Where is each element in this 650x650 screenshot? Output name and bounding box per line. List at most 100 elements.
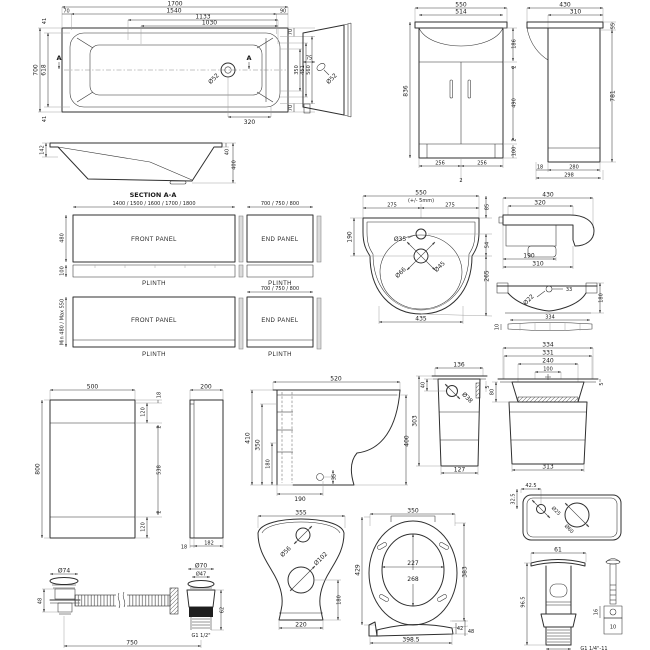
dim-bath-1540: 1540 xyxy=(166,8,181,15)
cistern-front-view: 334 331 240 100 5 80 313 xyxy=(490,342,605,472)
dim-seat-429: 429 xyxy=(355,564,362,576)
vanity-side-view: 430 310 55 781 18 280 298 xyxy=(526,2,617,180)
dim-seat-42: 42 xyxy=(457,626,463,632)
fixing-block-bottom xyxy=(603,617,623,635)
dim-vside-781: 781 xyxy=(610,90,617,102)
dim-basin-dia66: Ø66 xyxy=(394,266,408,280)
overflow-cap xyxy=(49,577,79,585)
dim-lid-325: 32.5 xyxy=(511,493,517,504)
front-panel-label: FRONT PANEL xyxy=(131,237,177,243)
dim-vside-298: 298 xyxy=(564,173,574,179)
basin-gasket-view: 334 10 xyxy=(495,315,593,331)
dim-waste-dia47: Ø47 xyxy=(196,571,206,578)
dim-bath-350: 350 xyxy=(294,65,300,75)
dim-cfront-5: 5 xyxy=(599,382,605,385)
dim-vside-55: 55 xyxy=(611,23,617,29)
dim-wc-538: 538 xyxy=(157,465,163,475)
dim-waste-750: 750 xyxy=(126,640,138,647)
dim-basin-275a: 275 xyxy=(387,203,397,209)
dim-panel-adjustable: Min 480 / Max 550 xyxy=(60,299,66,345)
dim-vside-280: 280 xyxy=(569,165,579,171)
dim-panback-180: 180 xyxy=(337,595,343,605)
seat-side-view: 42 48 398.5 xyxy=(368,620,474,645)
dim-bath-560: 560 xyxy=(306,65,312,75)
dim-end-panel-sizes: 700 / 750 / 800 xyxy=(261,201,299,207)
vside-counter xyxy=(526,21,604,29)
basin-front-view: 33 Ø22 180 xyxy=(496,282,605,314)
cistern-lid-outline xyxy=(522,494,622,541)
dim-vanity-2c: 2 xyxy=(459,178,462,184)
end-plinth-label: PLINTH xyxy=(268,281,292,287)
dim-cfront-240: 240 xyxy=(542,358,554,365)
dim-cside-dia38: Ø38 xyxy=(460,391,474,405)
bath-section-outline xyxy=(49,142,223,182)
screw-shaft xyxy=(609,563,617,605)
fixing-block-top xyxy=(603,605,623,619)
vanity-counter xyxy=(414,21,508,29)
waste-seal-band xyxy=(189,607,213,617)
waste-cap xyxy=(187,580,215,588)
dim-basin-85: 85 xyxy=(485,204,491,210)
dim-waste-thread: G1 1/2" xyxy=(192,633,211,639)
dim-bfront-180: 180 xyxy=(599,293,605,303)
dim-vanity-836: 836 xyxy=(403,85,410,97)
dim-bath-320: 320 xyxy=(244,119,256,126)
dim-pan-350: 350 xyxy=(255,439,262,451)
end-panel xyxy=(246,214,314,263)
bath-section-view: 142 40 400 SECTION A-A xyxy=(40,142,238,199)
waste-slot xyxy=(549,583,568,598)
dim-bath-1030: 1030 xyxy=(202,20,217,27)
end-plinth-label-2: PLINTH xyxy=(268,352,292,358)
dim-bside-310: 310 xyxy=(532,261,544,268)
cistern-side-view: 136 Ø38 40 303 127 5 xyxy=(412,362,491,475)
dim-gasket-334: 334 xyxy=(545,315,555,321)
dim-cfront-331: 331 xyxy=(542,350,554,357)
front-panel-adjustable xyxy=(72,296,236,348)
dim-vanity-186: 186 xyxy=(512,39,518,49)
dim-panback-dia56: Ø56 xyxy=(279,545,293,559)
front-plinth-label-2: PLINTH xyxy=(142,352,166,358)
dim-vside-18: 18 xyxy=(537,165,543,171)
end-panel-label: END PANEL xyxy=(261,237,298,243)
dim-vanity-256a: 256 xyxy=(435,161,445,167)
dim-bath-90: 90 xyxy=(280,9,286,15)
pan-back-outline xyxy=(257,518,345,621)
dim-cside-136: 136 xyxy=(453,362,465,369)
dim-pan-180: 180 xyxy=(266,459,272,469)
dim-bside-430: 430 xyxy=(542,192,554,199)
section-marker-a-right: A xyxy=(246,54,251,62)
dim-seat-268: 268 xyxy=(407,576,419,583)
basin-bowl xyxy=(379,234,463,310)
dim-basin-550: 550 xyxy=(415,190,427,197)
screw-head xyxy=(605,558,621,563)
dim-seat-48: 48 xyxy=(468,629,474,635)
dim-cfront-80: 80 xyxy=(490,389,496,395)
front-panel xyxy=(72,214,236,263)
dim-seat-398: 398.5 xyxy=(402,637,419,644)
dim-end-panel-sizes-2: 700 / 750 / 800 xyxy=(261,286,299,292)
seat-top-view: 350 429 383 227 268 xyxy=(355,508,469,626)
dim-end-75: 75 xyxy=(306,56,312,62)
dim-bath-r70-top: 70 xyxy=(288,29,294,35)
dim-bfront-dia22: Ø22 xyxy=(522,293,536,307)
dim-cfront-334: 334 xyxy=(542,342,554,349)
dim-bwaste-61: 61 xyxy=(554,547,562,554)
dim-basin-dia35: Ø35 xyxy=(394,236,407,243)
dim-basin-dia45: Ø45 xyxy=(433,260,447,274)
basin-side-outline xyxy=(502,214,595,247)
basin-side-view: 430 320 190 310 xyxy=(498,192,595,269)
dim-bath-width: 700 xyxy=(33,64,40,76)
basin-waste-cap xyxy=(530,559,586,567)
dim-bside-190: 190 xyxy=(523,253,535,260)
dim-pan-410: 410 xyxy=(245,432,252,444)
dim-waste-48: 48 xyxy=(38,598,44,604)
wc-unit-front-view: 500 800 18 120 2 538 2 120 xyxy=(35,384,163,539)
dim-seat-383: 383 xyxy=(462,566,469,578)
dim-bwaste-thread: G1 1/4"-11 xyxy=(580,646,607,650)
dim-wc-2a: 2 xyxy=(157,425,163,428)
dim-bath-r70-bottom: 70 xyxy=(288,105,294,111)
tap-hole xyxy=(415,228,427,240)
pan-back-view: 355 Ø56 Ø102 180 220 xyxy=(257,510,346,630)
dim-vanity-490: 490 xyxy=(512,98,518,108)
